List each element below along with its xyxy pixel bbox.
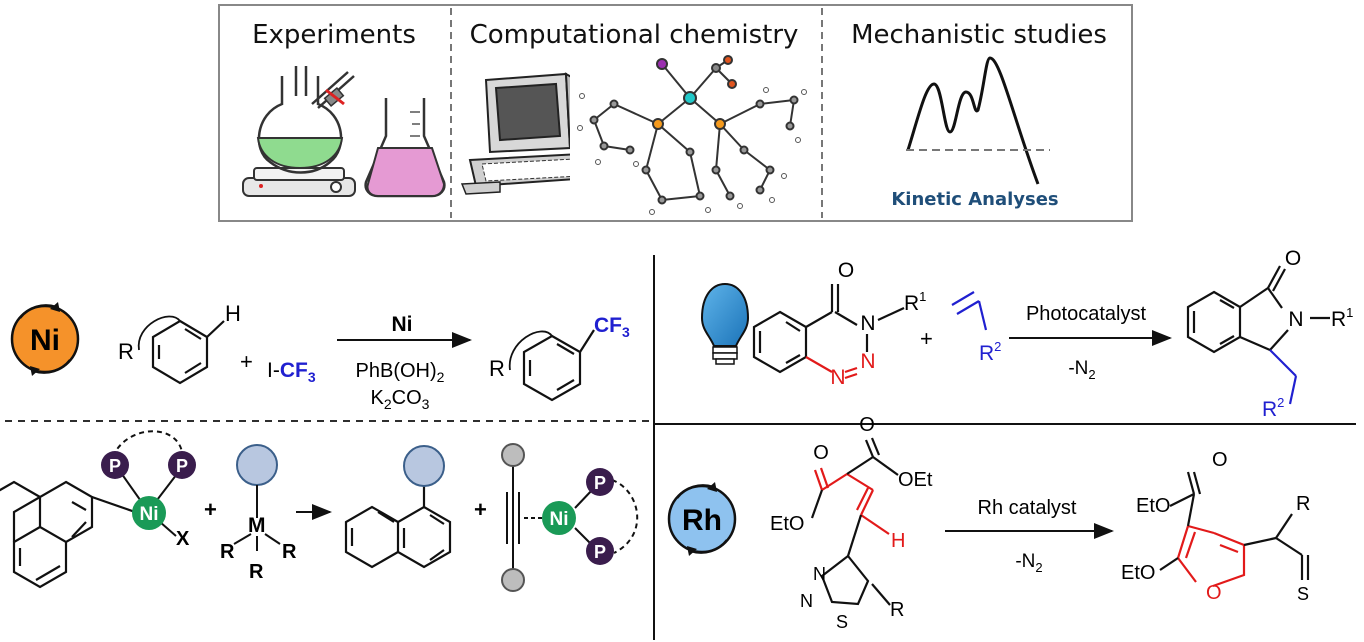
panel-dividers	[5, 255, 1356, 640]
product-r1-label: R1	[1331, 305, 1353, 331]
product-cf3-label: CF3	[594, 314, 630, 340]
vinyl-hydrogen: H	[891, 530, 905, 552]
eto-label: EtO	[770, 513, 804, 535]
furan-product	[1159, 471, 1310, 588]
ni-trifluoromethylation-scheme: Ni R H + I-CF3 Ni PhB(OH)2 K2CO3 R	[10, 301, 630, 412]
benzotriazinone	[752, 284, 905, 380]
thioketone-r: R	[1296, 493, 1310, 515]
thiadiazole-n1: N	[813, 564, 826, 584]
photo-plus: +	[920, 326, 933, 351]
metal-r3-label: R	[249, 561, 264, 583]
rh-furan-scheme: Rh O O OEt EtO H N N S R Rh catal	[667, 414, 1310, 632]
erlenmeyer-flask-icon	[364, 98, 446, 198]
metal-r2-label: R	[282, 541, 297, 563]
thiadiazole-sulfur: S	[836, 612, 848, 632]
arene-ring	[138, 315, 225, 385]
furan-eto-top: EtO	[1136, 495, 1170, 517]
product-arene-ring	[509, 329, 595, 402]
round-bottom-flask-icon	[242, 66, 356, 197]
cf3-reagent: I-CF3	[267, 359, 316, 385]
mechanistic-title: Mechanistic studies	[851, 20, 1107, 50]
product-nitrogen: N	[1288, 308, 1303, 331]
thiadiazole-n2: N	[800, 591, 813, 611]
ni-badge-label: Ni	[30, 324, 60, 357]
boronic-acid-label: PhB(OH)2	[356, 360, 445, 385]
ester1-oxygen: O	[813, 442, 829, 464]
nickel-label: Ni	[140, 504, 159, 525]
organo-group-icon	[236, 444, 278, 486]
photocatalyst-label: Photocatalyst	[1026, 303, 1147, 325]
arene-hydrogen: H	[225, 301, 241, 326]
ni-badge: Ni	[10, 302, 80, 376]
p2-label: P	[176, 456, 188, 476]
oet-label: OEt	[898, 469, 933, 491]
thiadiazole-r: R	[890, 599, 904, 621]
photo-n2-label: -N2	[1068, 358, 1095, 382]
molecule-model-icon	[570, 50, 807, 220]
amide-nitrogen: N	[860, 312, 875, 335]
metal-m-label: M	[248, 514, 266, 537]
arene-substituent-r: R	[118, 339, 134, 364]
product-carbonyl-oxygen: O	[1285, 247, 1301, 270]
p1-label: P	[109, 456, 121, 476]
furan-ring-oxygen: O	[1206, 582, 1222, 604]
experiments-title: Experiments	[252, 20, 416, 50]
naphthyl-complex	[0, 480, 139, 589]
metal-r1-label: R	[220, 541, 235, 563]
base-label: K2CO3	[371, 387, 430, 412]
overview-panel: Experiments Computational chemistry Mech…	[218, 4, 1133, 222]
triazine-nitrogen-2: N	[830, 366, 845, 389]
coupled-group-icon	[403, 445, 445, 487]
ni-bottom-plus-2: +	[474, 497, 487, 522]
nickel-center-icon	[132, 496, 166, 530]
light-bulb-icon	[700, 282, 750, 365]
phosphine-p2-icon	[168, 451, 196, 479]
carbonyl-oxygen: O	[838, 259, 854, 282]
furan-eto-bottom: EtO	[1121, 562, 1155, 584]
alkene-r2-label: R2	[979, 339, 1001, 365]
alkyne-p2-label: P	[594, 542, 606, 562]
energy-profile-icon	[906, 56, 1050, 185]
halide-x-label: X	[176, 528, 190, 550]
rh-catalyst-label: Rh catalyst	[978, 497, 1077, 519]
computer-icon	[460, 72, 592, 195]
isoindolinone	[1186, 265, 1330, 405]
rh-n2-label: -N2	[1015, 551, 1042, 575]
vinyl-thiadiazole	[810, 437, 899, 606]
naphthyl-product	[344, 486, 452, 569]
photocatalysis-scheme: O N R1 N N + R2 Photocatalyst -N2	[700, 247, 1353, 421]
thioketone-sulfur: S	[1297, 584, 1309, 604]
rh-badge: Rh	[667, 482, 737, 556]
phosphine-p1-icon	[101, 451, 129, 479]
product-substituent-r: R	[489, 356, 505, 381]
ester2-oxygen: O	[859, 414, 875, 436]
alkyne-ligand	[501, 443, 639, 592]
alkyne-p1-label: P	[594, 473, 606, 493]
ni-transmetalation-scheme: P P Ni X + M R R R +	[0, 430, 639, 592]
product-r2-label: R2	[1262, 395, 1284, 421]
ni-bottom-plus-1: +	[204, 497, 217, 522]
reactant-plus: +	[240, 349, 253, 374]
ni-catalyst-label: Ni	[392, 313, 413, 336]
rh-badge-label: Rh	[682, 504, 722, 537]
alkene	[951, 291, 988, 331]
alkyne-nickel-label: Ni	[550, 509, 569, 530]
photo-r1-label: R1	[904, 289, 926, 315]
triazine-nitrogen-1: N	[860, 350, 875, 373]
kinetic-analyses-label: Kinetic Analyses	[891, 189, 1058, 210]
computational-title: Computational chemistry	[470, 20, 799, 50]
furan-ester-oxygen: O	[1212, 449, 1228, 471]
